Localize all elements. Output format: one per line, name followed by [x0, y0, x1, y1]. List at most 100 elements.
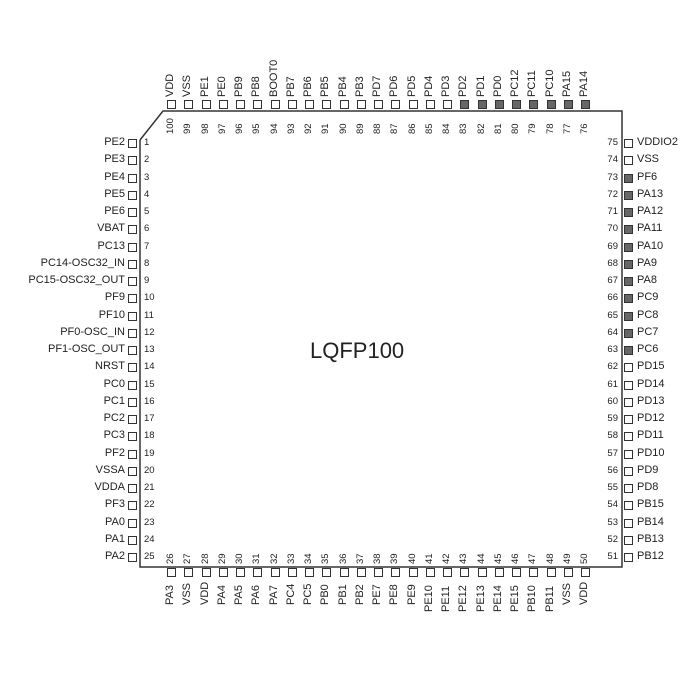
pin-pad-44 [477, 568, 487, 577]
pin-pad-77 [563, 100, 573, 109]
pin-pad-46 [512, 568, 521, 577]
pin-pad-70 [624, 225, 633, 235]
pin-number-25: 25 [144, 551, 155, 562]
pin-pad-2 [128, 156, 137, 166]
pin-pad-19 [128, 449, 137, 459]
pin-label-17: PC2 [103, 412, 125, 424]
pin-label-92: PB6 [302, 76, 314, 97]
pin-pad-66 [624, 294, 633, 304]
pin-pad-15 [128, 380, 137, 390]
pin-pad-8 [128, 259, 137, 269]
pin-label-77: PA15 [560, 70, 573, 97]
pin-number-47: 47 [527, 553, 539, 564]
pin-label-82: PD1 [474, 75, 487, 97]
pin-label-9: PC15-OSC32_OUT [28, 274, 125, 286]
pin-label-65: PC8 [637, 308, 659, 321]
pin-number-57: 57 [607, 447, 618, 459]
pin-label-85: PD4 [422, 75, 435, 97]
pin-pad-57 [624, 449, 633, 459]
pin-number-21: 21 [144, 482, 155, 493]
pin-number-90: 90 [337, 123, 349, 134]
pin-pad-26 [167, 568, 176, 577]
pin-pad-35 [322, 568, 332, 577]
pin-number-64: 64 [607, 326, 618, 338]
pin-number-43: 43 [458, 553, 470, 564]
pin-number-76: 76 [579, 123, 590, 134]
pin-number-66: 66 [607, 292, 618, 304]
pin-number-1: 1 [144, 137, 150, 148]
pin-label-90: PB4 [336, 76, 349, 97]
pin-label-5: PE6 [104, 205, 125, 217]
pin-pad-28 [201, 568, 211, 577]
pin-number-22: 22 [144, 499, 155, 511]
pin-label-40: PE9 [405, 583, 418, 605]
pin-label-19: PF2 [104, 446, 125, 459]
pin-label-22: PF3 [104, 498, 125, 511]
pin-label-59: PD12 [637, 412, 665, 424]
pin-number-78: 78 [544, 123, 556, 134]
pin-label-38: PE7 [371, 583, 383, 605]
pin-number-27: 27 [182, 553, 194, 564]
pin-number-17: 17 [144, 413, 155, 424]
pin-pad-93 [287, 100, 297, 109]
pin-pad-91 [322, 100, 332, 109]
pin-number-13: 13 [144, 344, 155, 355]
pin-number-74: 74 [607, 154, 618, 166]
pin-pad-65 [624, 311, 633, 321]
pin-number-34: 34 [303, 553, 314, 564]
pin-pad-37 [356, 568, 366, 577]
pin-number-37: 37 [354, 553, 366, 564]
pin-number-95: 95 [251, 123, 263, 134]
pin-number-30: 30 [234, 553, 245, 564]
pin-label-46: PE15 [509, 585, 521, 612]
pin-number-12: 12 [144, 326, 155, 338]
pin-pad-9 [128, 277, 137, 286]
pin-number-11: 11 [144, 309, 154, 321]
pin-pad-67 [624, 277, 633, 286]
pin-label-36: PB1 [336, 583, 349, 605]
pin-pad-7 [128, 242, 137, 252]
pin-label-68: PA9 [637, 256, 657, 269]
pin-number-23: 23 [144, 516, 155, 528]
pin-label-4: PE5 [104, 187, 125, 200]
pin-number-91: 91 [320, 123, 332, 134]
pin-label-47: PB10 [526, 585, 539, 612]
pin-number-84: 84 [441, 123, 452, 134]
pin-number-54: 54 [607, 499, 618, 511]
pin-number-89: 89 [354, 123, 366, 134]
pin-label-69: PA10 [637, 239, 664, 252]
pin-label-26: PA3 [164, 584, 176, 605]
pin-label-28: VDD [198, 581, 211, 605]
pin-pad-48 [546, 568, 556, 577]
pin-label-53: PB14 [637, 515, 664, 528]
pin-number-19: 19 [144, 447, 155, 459]
pin-number-24: 24 [144, 533, 155, 545]
pin-number-15: 15 [144, 378, 155, 390]
pin-label-45: PE14 [491, 585, 504, 612]
pin-number-79: 79 [527, 123, 539, 134]
pin-label-34: PC5 [302, 583, 314, 605]
pin-label-58: PD11 [637, 429, 664, 442]
pin-label-2: PE3 [104, 153, 125, 166]
pin-label-75: VDDIO2 [637, 136, 678, 148]
pin-pad-61 [624, 380, 633, 390]
pin-label-11: PF10 [98, 308, 125, 321]
pin-label-73: PF6 [637, 170, 658, 183]
pin-label-55: PD8 [637, 481, 659, 493]
pin-label-93: PB7 [284, 76, 297, 97]
pin-label-20: VSSA [95, 463, 125, 476]
pin-number-10: 10 [144, 292, 155, 304]
pin-pad-27 [184, 568, 194, 577]
pin-pad-83 [460, 100, 470, 109]
pin-label-98: PE1 [198, 76, 211, 97]
pin-label-88: PD7 [371, 75, 383, 97]
pin-label-81: PD0 [491, 75, 504, 97]
pin-label-54: PB15 [637, 498, 664, 511]
pin-pad-47 [529, 568, 539, 577]
pin-label-33: PC4 [284, 583, 297, 605]
pin-number-73: 73 [607, 171, 618, 183]
pin-pad-96 [236, 100, 245, 109]
pin-number-55: 55 [607, 482, 618, 493]
pin-number-96: 96 [234, 123, 245, 134]
pin-number-68: 68 [607, 257, 618, 269]
